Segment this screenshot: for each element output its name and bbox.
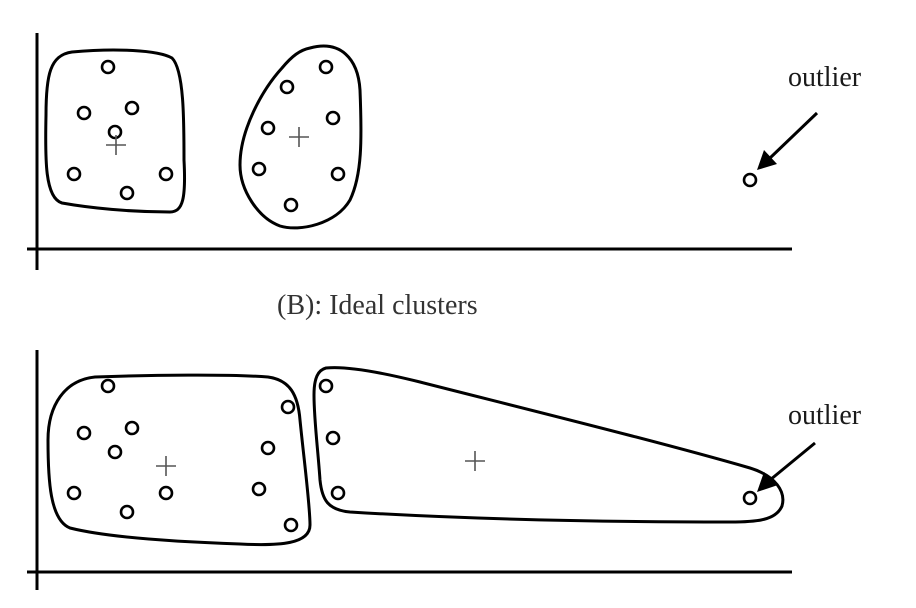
data-point	[158, 485, 174, 501]
data-point	[260, 120, 276, 136]
data-point	[100, 59, 116, 75]
data-point	[119, 185, 135, 201]
data-point	[119, 504, 135, 520]
data-point	[283, 197, 299, 213]
data-point	[66, 166, 82, 182]
data-point	[107, 444, 123, 460]
top-outlier-point	[742, 172, 758, 188]
data-point	[330, 166, 346, 182]
data-point	[251, 161, 267, 177]
data-point	[251, 481, 267, 497]
data-point	[100, 378, 116, 394]
panel-top-caption: (B): Ideal clusters	[277, 290, 478, 321]
centroid-marker	[156, 456, 176, 476]
data-point	[260, 440, 276, 456]
data-point	[318, 59, 334, 75]
bottom-cluster-right-boundary	[312, 366, 785, 524]
bottom-outlier-label: outlier	[788, 400, 862, 431]
top-outlier-label: outlier	[788, 62, 862, 93]
top-cluster-left	[44, 48, 187, 214]
data-point	[279, 79, 295, 95]
data-point	[318, 378, 334, 394]
panel-bottom: outlier	[27, 350, 862, 590]
centroid-marker	[106, 135, 126, 155]
data-point	[124, 420, 140, 436]
bottom-cluster-right	[312, 366, 785, 524]
bottom-cluster-left	[46, 373, 312, 547]
panel-top: outlier	[27, 33, 862, 270]
data-point	[76, 425, 92, 441]
centroid-marker	[289, 127, 309, 147]
top-outlier-arrow	[757, 111, 819, 170]
data-point	[325, 430, 341, 446]
top-cluster-right	[238, 44, 363, 230]
data-point	[158, 166, 174, 182]
top-cluster-right-boundary	[238, 44, 363, 230]
bottom-cluster-left-boundary	[46, 373, 312, 547]
data-point	[325, 110, 341, 126]
top-cluster-left-boundary	[44, 48, 187, 214]
data-point	[330, 485, 346, 501]
data-point	[76, 105, 92, 121]
data-point	[124, 100, 140, 116]
bottom-outlier-point	[742, 490, 758, 506]
data-point	[280, 399, 296, 415]
centroid-marker	[465, 451, 485, 471]
data-point	[107, 124, 123, 140]
data-point	[66, 485, 82, 501]
data-point	[283, 517, 299, 533]
bottom-outlier-arrow	[757, 441, 816, 492]
